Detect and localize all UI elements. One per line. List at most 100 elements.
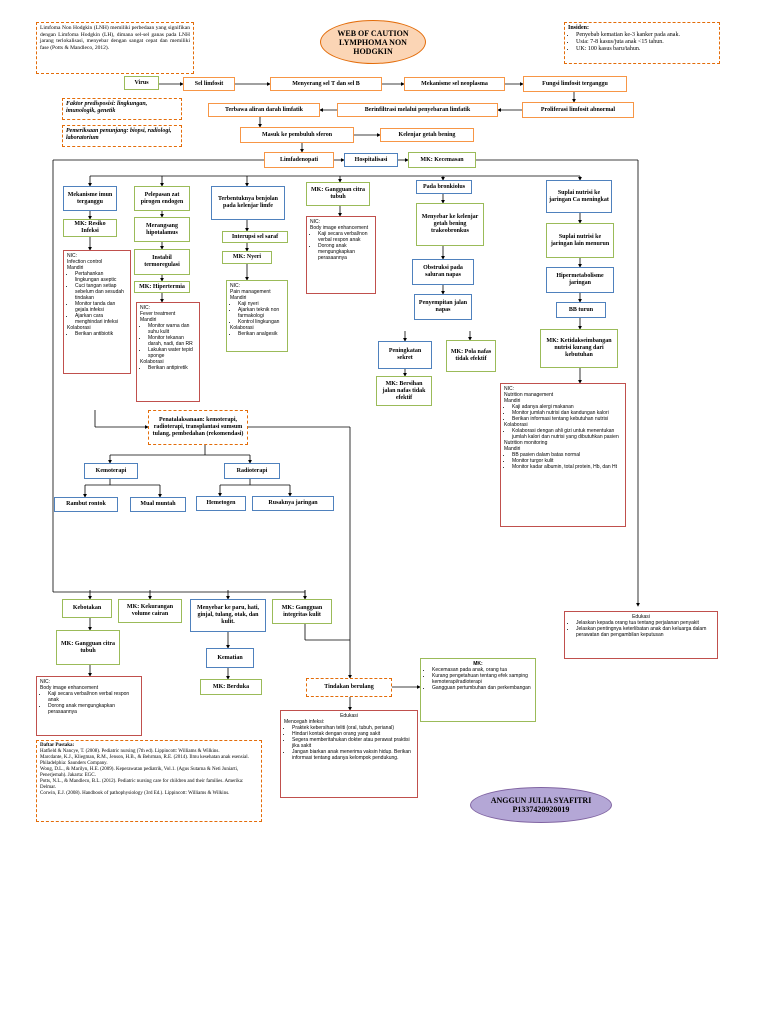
- merangsang-label: Merangsang hipotalamus: [146, 222, 178, 236]
- mk-bersihan-label: MK: Bersihan jalan nafas tidak efektif: [382, 380, 426, 401]
- author-ellipse: ANGGUN JULIA SYAFITRI P1337420920019: [470, 787, 612, 823]
- mk-resiko-infeksi-label: MK: Resiko Infeksi: [74, 221, 106, 234]
- penyempitan-label: Penyempitan jalan napas: [418, 300, 468, 313]
- kebotakan-label: Kebotakan: [72, 605, 102, 611]
- author-name: ANGGUN JULIA SYAFITRI P1337420920019: [490, 796, 592, 814]
- menyebar-tb-node: Menyebar ke kelenjar getah bening trakeo…: [416, 203, 484, 246]
- title-ellipse: WEB OF CAUTION LYMPHOMA NON HODGKIN: [320, 20, 426, 64]
- nic-item: Monitor warna dan suhu kulit: [148, 323, 196, 335]
- mk-nyeri-label: MK: Nyeri: [232, 254, 262, 260]
- suplai-lain-label: Suplai nutrisi ke jaringan lain menurun: [550, 233, 610, 247]
- tindakan-node: Tindakan berulang: [306, 678, 392, 697]
- nic-line: Fever treatment: [140, 311, 176, 317]
- mk-kecemasan-label: MK: Kecemasan: [420, 156, 464, 163]
- mk-list-title: MK:: [473, 661, 483, 667]
- kematian-label: Kematian: [217, 654, 243, 661]
- definition-text: Limfoma Non Hodgkin (LNH) memiliki perbe…: [40, 25, 190, 51]
- nic-hipertermia-box: NIC: Fever treatment Mandiri Monitor war…: [136, 302, 200, 402]
- nic-line: NIC:: [230, 283, 240, 289]
- nic-line: Kolaborasi: [504, 422, 528, 428]
- nic-line: Kolaborasi: [230, 325, 254, 331]
- nic-line: NIC:: [140, 305, 150, 311]
- mk-citra-tubuh-label: MK: Gangguan citra tubuh: [311, 187, 365, 200]
- nic-item: Berikan antipiretik: [148, 365, 196, 371]
- bb-turun-node: BB turun: [556, 302, 606, 318]
- rambut-label: Rambut rontok: [66, 501, 106, 507]
- menyerang-label: Menyerang sel T dan sel B: [292, 80, 360, 87]
- nic-item: Kaji nyeri: [238, 301, 284, 307]
- edukasi-item: Segera memberitahukan dokter atau perawa…: [292, 737, 414, 749]
- penyempitan-node: Penyempitan jalan napas: [414, 294, 472, 320]
- kematian-node: Kematian: [206, 648, 254, 668]
- radioterapi-label: Radioterapi: [236, 467, 268, 474]
- hospitalisasi-node: Hospitalisasi: [344, 153, 398, 167]
- interupsi-node: Interupsi sel saraf: [222, 231, 288, 243]
- nic-infeksi-box: NIC: Infection control Mandiri Pertahank…: [63, 250, 131, 374]
- page-title: WEB OF CAUTION LYMPHOMA NON HODGKIN: [337, 28, 409, 56]
- nic-item: Ajarkan cara menghindari infeksi: [75, 313, 127, 325]
- edukasi-bawah-box: Edukasi Mencegah infeksi: Praktek kebers…: [280, 710, 418, 798]
- penatalaksanaan-label: Penatalaksanaan: kemoterapi, radioterapi…: [152, 417, 244, 437]
- definition-box: Limfoma Non Hodgkin (LNH) memiliki perbe…: [36, 22, 194, 74]
- mk-kecemasan-node: MK: Kecemasan: [408, 152, 476, 168]
- nic-item: Monitor turgor kulit: [512, 458, 622, 464]
- edukasi-item: Praktek kebersihan teliti (oral, tubuh, …: [292, 725, 414, 731]
- masuk-label: Masuk ke pembuluh sferon: [261, 131, 333, 138]
- limfadenopati-node: Limfadenopati: [264, 152, 334, 168]
- nic-item: Kaji adanya alergi makanan: [512, 404, 622, 410]
- mekanisme-label: Mekanisme sel neoplasma: [421, 80, 488, 87]
- menyerang-node: Menyerang sel T dan sel B: [270, 77, 382, 91]
- nic-item: BB pasien dalam batas normal: [512, 452, 622, 458]
- berinfiltrasi-node: Berinfiltrasi melalui penyebaran limfati…: [337, 103, 498, 117]
- mk-list-item: Kecemasan pada anak, orang tua: [432, 667, 532, 673]
- mk-pola-nafas: MK: Pola nafas tidak efektif: [446, 340, 496, 372]
- mk-citra-tubuh: MK: Gangguan citra tubuh: [306, 182, 370, 206]
- interupsi-label: Interupsi sel saraf: [231, 233, 279, 240]
- mual-label: Mual muntah: [140, 501, 176, 507]
- pelepasan-label: Pelepasan zat pirogen endogen: [140, 191, 184, 205]
- penatalaksanaan-node: Penatalaksanaan: kemoterapi, radioterapi…: [148, 410, 248, 445]
- nic-line: Kolaborasi: [67, 325, 91, 331]
- nic-item: Cuci tangan setiap sebelum dan sesudah t…: [75, 283, 127, 301]
- instabil-node: Instabil termoregulasi: [134, 249, 190, 275]
- radioterapi-node: Radioterapi: [224, 463, 280, 479]
- nic-line: Mandiri: [230, 295, 247, 301]
- mekanisme-imun-label: Mekanisme imun terganggu: [67, 191, 113, 205]
- virus-node: Virus: [124, 76, 159, 90]
- limfadenopati-label: Limfadenopati: [279, 156, 318, 163]
- pelepasan-node: Pelepasan zat pirogen endogen: [134, 186, 190, 211]
- kemoterapi-label: Kemoterapi: [95, 467, 127, 474]
- menyebar-tb-label: Menyebar ke kelenjar getah bening trakeo…: [421, 214, 479, 234]
- nic-item: Monitor tanda dan gejala infeksi: [75, 301, 127, 313]
- edukasi-item: Jelaskan kepada orang tua tentang perjal…: [576, 620, 714, 626]
- nic-line: NIC:: [310, 219, 320, 225]
- nic-item: Kaji secara verbal/non verbal respon ana…: [48, 691, 138, 703]
- mk-list-box: MK: Kecemasan pada anak, orang tua Kuran…: [420, 658, 536, 722]
- nic-nutrisi-box: NIC: Nutrition management Mandiri Kaji a…: [500, 383, 626, 527]
- mk-nutrisi-label: MK: Ketidakseimbangan nutrisi kurang dar…: [546, 338, 612, 358]
- mk-berduka-label: MK: Berduka: [212, 683, 250, 690]
- bronkiolus-node: Pada bronkiolus: [416, 180, 472, 194]
- mk-integritas-label: MK: Gangguan integritas kulit: [281, 604, 323, 618]
- pustaka-item: Potts, N.L., & Mandleco, B.L. (2012). Pe…: [40, 779, 244, 790]
- edukasi-title: Edukasi: [632, 614, 650, 620]
- terbawa-node: Terbawa aliran darah limfatik: [208, 103, 320, 117]
- menyebar-kapara-node: Menyebar ke paru, hati, ginjal, tulang, …: [190, 599, 266, 632]
- proliferasi-node: Proliferasi limfosit abnormal: [522, 102, 634, 118]
- kelenjar-node: Kelenjar getah bening: [380, 128, 474, 142]
- nic-item: Dorong anak mengungkapkan perasaannya: [48, 703, 138, 715]
- insiden-label: Insiden:: [568, 25, 590, 31]
- mk-citra-2-label: MK: Gangguan citra tubuh: [61, 640, 115, 654]
- suplai-label: Suplai nutrisi ke jaringan Ca meningkat: [549, 189, 609, 203]
- nic-item: Berikan informasi tentang kebutuhan nutr…: [512, 416, 622, 422]
- nic-citra-2-box: NIC: Body image enhancement Kaji secara …: [36, 676, 142, 736]
- peningkatan-node: Peningkatan sekret: [378, 341, 432, 369]
- mk-nyeri: MK: Nyeri: [222, 251, 272, 264]
- faktor-text: Faktor predisposisi: lingkungan, imunolo…: [66, 101, 148, 114]
- masuk-node: Masuk ke pembuluh sferon: [240, 127, 354, 143]
- mk-list-item: Kurang pengetahuan tentang efek samping …: [432, 673, 532, 685]
- edukasi-item: Hindari kontak dengan orang yang sakit: [292, 731, 414, 737]
- insiden-item: UK: 100 kasus baru/tahun.: [576, 46, 716, 53]
- hiper-label: Hipermetabolisme jaringan: [556, 273, 604, 286]
- nic-line: NIC:: [504, 386, 514, 392]
